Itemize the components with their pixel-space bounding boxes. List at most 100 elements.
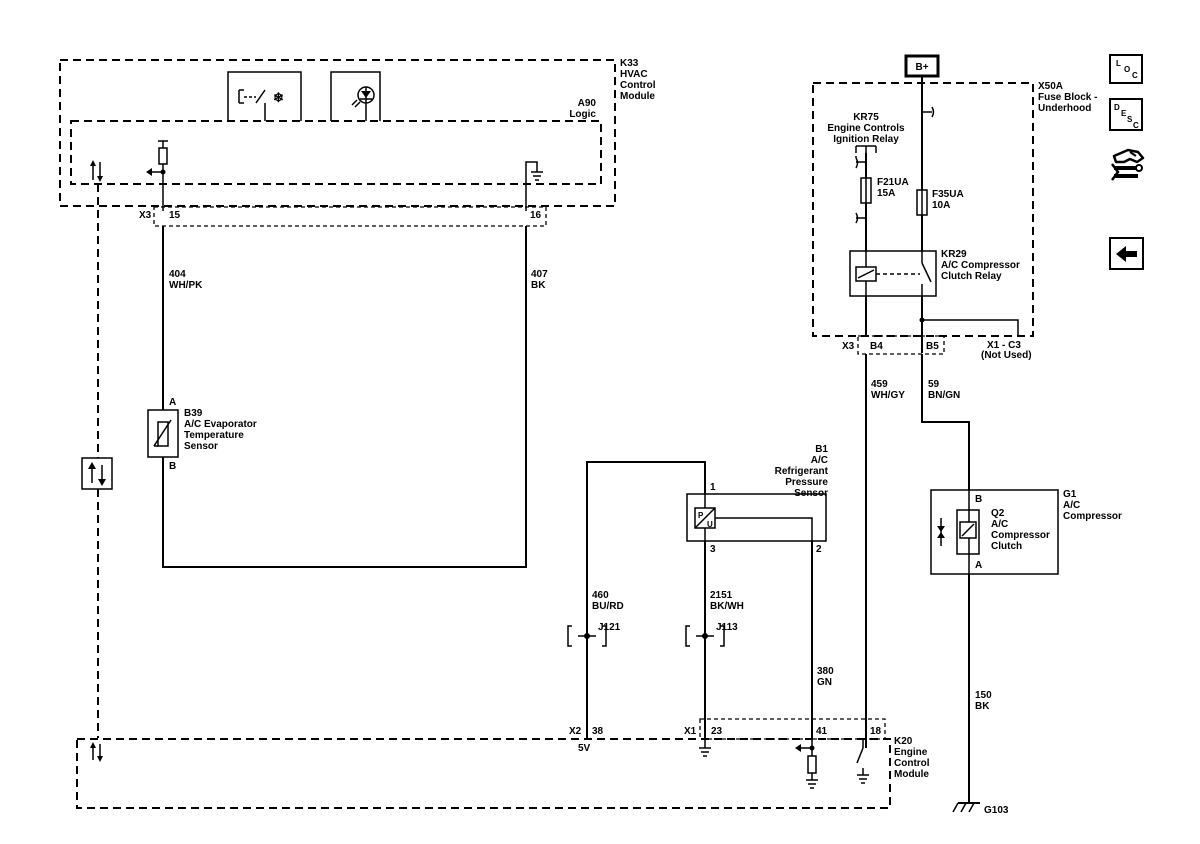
svg-text:2151: 2151 [710,590,733,601]
svg-text:Engine Controls: Engine Controls [827,123,905,134]
svg-text:380: 380 [817,666,834,677]
svg-text:A/C Evaporator: A/C Evaporator [184,419,257,430]
fuse-f35ua: F35UA 10A [916,105,964,251]
svg-text:B: B [975,494,982,505]
svg-text:41: 41 [816,726,828,737]
engine-control-module: K20 Engine Control Module [76,736,930,809]
wire-150: 150 BK [968,574,992,803]
hand-wrench-icon[interactable] [1110,142,1146,182]
svg-text:Q2: Q2 [991,508,1005,519]
back-button[interactable] [1109,237,1144,270]
pullup-resistor [146,140,168,211]
splice-j121: J121 [567,622,621,647]
svg-text:S: S [1127,115,1133,124]
svg-text:BN/GN: BN/GN [928,390,960,401]
svg-text:Compressor: Compressor [991,530,1050,541]
wire-2151: 2151 BK/WH [704,541,744,739]
svg-text:BK: BK [531,280,546,291]
svg-text:404: 404 [169,269,186,280]
hvac-module-label: HVAC [620,69,648,80]
ac-compressor: B A Q2 A/C Compressor Clutch G1 A/C Comp… [930,489,1122,575]
svg-text:Fuse Block -: Fuse Block - [1038,92,1097,103]
svg-text:G1: G1 [1063,489,1077,500]
svg-text:(Not Used): (Not Used) [981,350,1032,361]
svg-text:P: P [698,511,704,520]
hvac-module-id: K33 [620,58,639,69]
serial-data-line [81,184,113,738]
svg-text:38: 38 [592,726,604,737]
battery-positive: B+ [904,54,940,105]
svg-text:460: 460 [592,590,609,601]
svg-text:A/C: A/C [1063,500,1080,511]
ground-symbol [525,161,543,211]
svg-text:KR75: KR75 [853,112,879,123]
svg-text:459: 459 [871,379,888,390]
svg-text:2: 2 [816,544,822,555]
svg-text:BK/WH: BK/WH [710,601,744,612]
svg-text:10A: 10A [932,200,950,211]
wire-380: 380 GN [811,541,834,739]
svg-text:150: 150 [975,690,992,701]
svg-text:Ignition Relay: Ignition Relay [833,134,899,145]
svg-text:1: 1 [710,482,716,493]
svg-text:Sensor: Sensor [184,441,218,452]
svg-text:U: U [707,520,713,529]
service-info-icon [1111,148,1145,181]
svg-text:C: C [1133,121,1139,129]
wire-459: 459 WH/GY [865,354,905,748]
ecm-internal [699,739,869,789]
bidirectional-arrows-icon [90,160,103,182]
svg-text:Control: Control [894,758,930,769]
refrigerant-pressure-sensor: P U 1 3 2 B1 A/C Refrigerant Pressure Se… [686,444,829,555]
ac-switch: ❄ [227,71,302,121]
wire-460: 460 BU/RD [586,461,706,739]
wire-59: 59 BN/GN [921,354,970,490]
svg-text:X2: X2 [569,726,582,737]
logic-label: Logic [569,109,596,120]
wire-404: 404 WH/PK [162,226,203,410]
svg-text:18: 18 [870,726,882,737]
svg-text:Sensor: Sensor [794,488,828,499]
svg-text:Pressure: Pressure [785,477,828,488]
svg-text:X1: X1 [684,726,697,737]
svg-text:Clutch Relay: Clutch Relay [941,271,1002,282]
connector-x2: X2 38 5V [569,726,604,754]
compressor-clutch-relay: KR29 A/C Compressor Clutch Relay [849,249,1020,297]
ac-indicator [330,71,381,121]
svg-text:15: 15 [169,210,181,221]
desc-button[interactable]: D E S C [1109,98,1143,131]
evaporator-temp-sensor: A B B39 A/C Evaporator Temperature Senso… [147,397,257,472]
svg-text:BU/RD: BU/RD [592,601,624,612]
hvac-module-label: Control [620,80,656,91]
svg-text:A: A [975,560,982,571]
hvac-control-module: K33 HVAC Control Module A90 Logic [59,58,656,207]
ignition-relay: KR75 Engine Controls Ignition Relay [827,112,905,178]
logic-id: A90 [578,98,597,109]
arrow-left-icon [1116,246,1137,262]
svg-text:J121: J121 [598,622,621,633]
svg-text:E: E [1121,109,1127,118]
svg-text:Clutch: Clutch [991,541,1022,552]
desc-letters: D E S C [1114,103,1139,129]
svg-text:A/C: A/C [991,519,1008,530]
svg-text:X3: X3 [139,210,152,221]
loc-button[interactable]: L O C [1109,54,1143,84]
svg-text:X50A: X50A [1038,81,1063,92]
svg-text:F21UA: F21UA [877,177,909,188]
svg-text:B: B [169,461,176,472]
svg-text:X1 - C3: X1 - C3 [987,340,1021,351]
svg-text:B5: B5 [926,341,939,352]
svg-text:A: A [169,397,176,408]
hvac-module-label: Module [620,91,655,102]
svg-text:B1: B1 [815,444,828,455]
svg-text:K20: K20 [894,736,913,747]
svg-text:B4: B4 [870,341,883,352]
svg-text:16: 16 [530,210,542,221]
svg-text:15A: 15A [877,188,895,199]
wire-407: 407 BK [162,226,548,568]
svg-text:BK: BK [975,701,990,712]
svg-text:Engine: Engine [894,747,928,758]
svg-text:O: O [1124,65,1130,74]
relay-outputs: X3 B4 B5 X1 - C3 (Not Used) [842,296,1032,361]
snowflake-icon: ❄ [273,90,284,105]
